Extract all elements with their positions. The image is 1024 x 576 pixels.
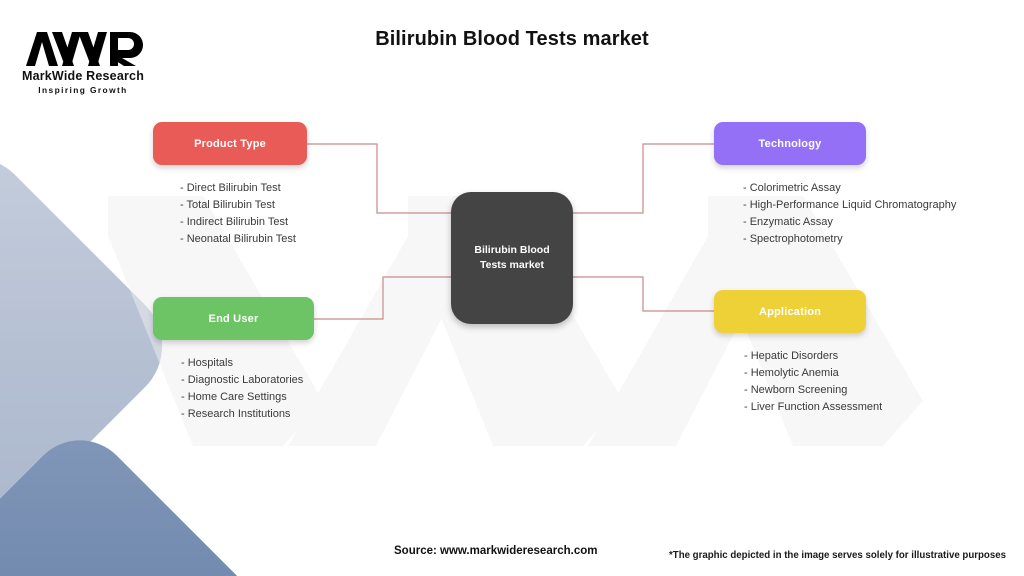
list-item: - Total Bilirubin Test [180,199,275,211]
connector-product-type [307,143,455,214]
category-label-product-type: Product Type [194,137,266,150]
list-item: - Hospitals [181,357,233,369]
connector-technology [570,143,714,214]
brand-tagline: Inspiring Growth [38,85,128,95]
connector-end-user [314,276,455,320]
brand-logo: MarkWide Research Inspiring Growth [18,22,148,95]
category-label-application: Application [758,305,822,318]
category-header-product-type[interactable]: Product Type [153,122,307,165]
category-end-user: End User - Hospitals - Diagnostic Labora… [153,297,314,423]
brand-name: MarkWide Research [21,69,145,83]
category-label-technology: Technology [758,137,822,150]
disclaimer-text: *The graphic depicted in the image serve… [669,550,1007,561]
list-item: - Hemolytic Anemia [744,367,839,379]
list-item: - High-Performance Liquid Chromatography [743,199,957,211]
category-header-technology[interactable]: Technology [714,122,866,165]
center-node-label: Bilirubin Blood Tests market [474,244,550,271]
connector-application [570,276,714,312]
category-label-end-user: End User [208,312,259,325]
list-item: - Liver Function Assessment [744,401,883,413]
category-header-end-user[interactable]: End User [153,297,314,340]
center-node: Bilirubin Blood Tests market [451,192,573,324]
category-items-end-user: - Hospitals - Diagnostic Laboratories - … [153,355,314,423]
category-header-application[interactable]: Application [714,290,866,333]
list-item: - Direct Bilirubin Test [180,182,281,194]
page-title: Bilirubin Blood Tests market [375,28,649,50]
list-item: - Hepatic Disorders [744,350,839,362]
source-text: Source: www.markwideresearch.com [394,545,598,557]
list-item: - Enzymatic Assay [743,216,833,228]
category-items-product-type: - Direct Bilirubin Test - Total Bilirubi… [153,180,307,248]
list-item: - Indirect Bilirubin Test [180,216,289,228]
category-product-type: Product Type - Direct Bilirubin Test - T… [153,122,307,248]
list-item: - Research Institutions [181,408,291,420]
mwr-logo-mark [26,32,143,66]
category-items-technology: - Colorimetric Assay - High-Performance … [714,180,957,248]
list-item: - Colorimetric Assay [743,182,841,194]
category-application: Application - Hepatic Disorders - Hemoly… [714,290,883,416]
list-item: - Spectrophotometry [743,233,843,245]
category-technology: Technology - Colorimetric Assay - High-P… [714,122,957,248]
list-item: - Neonatal Bilirubin Test [180,233,296,245]
list-item: - Home Care Settings [181,391,287,403]
list-item: - Newborn Screening [744,384,848,396]
list-item: - Diagnostic Laboratories [181,374,304,386]
category-items-application: - Hepatic Disorders - Hemolytic Anemia -… [714,348,883,416]
